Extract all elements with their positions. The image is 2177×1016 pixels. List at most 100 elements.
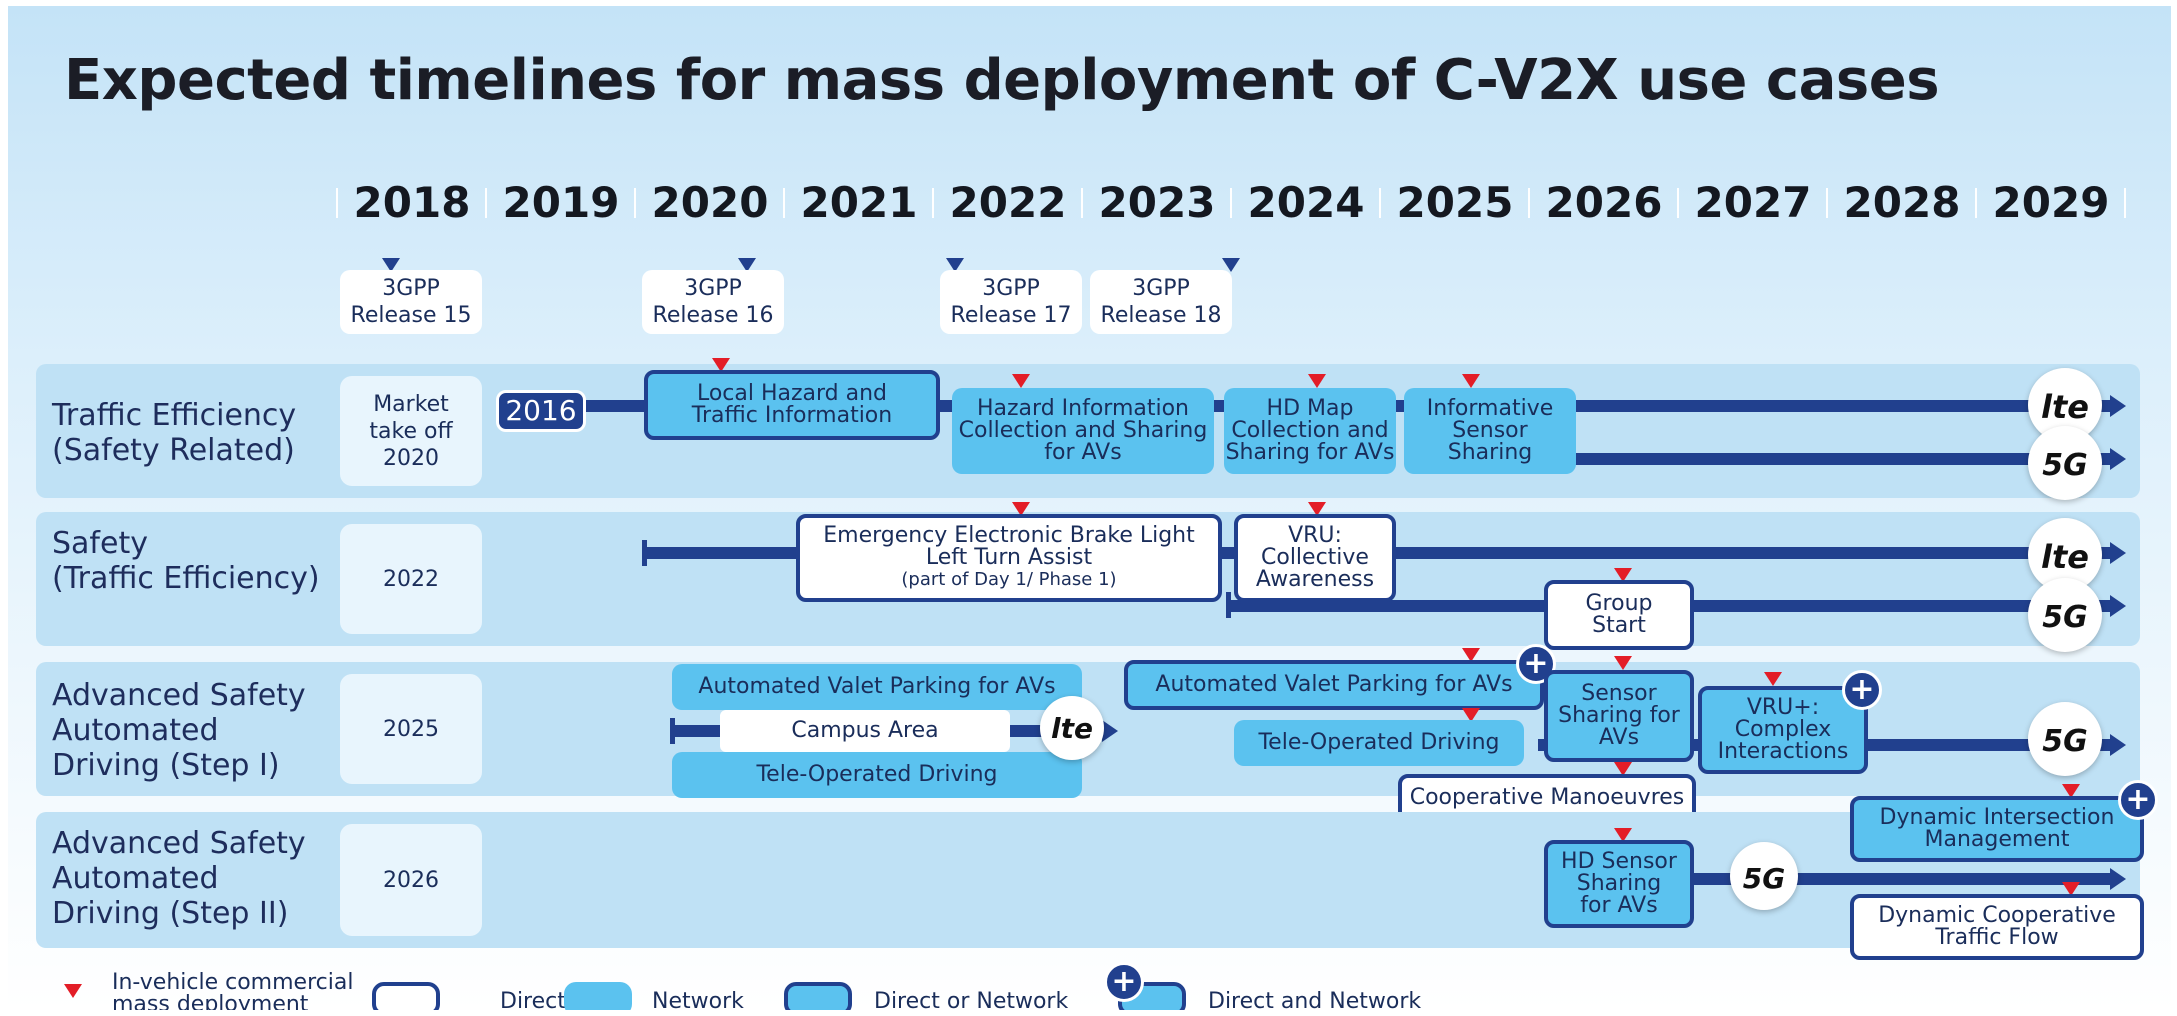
year-separator <box>783 188 785 218</box>
timeline-start-tick <box>1226 592 1231 618</box>
arrow-head-icon <box>2110 734 2126 756</box>
release-marker-icon <box>1222 258 1240 272</box>
lte-logo-icon: lte <box>1040 696 1104 760</box>
box-teleop-network: Tele-Operated Driving <box>672 752 1082 798</box>
deployment-marker-icon <box>1614 762 1632 776</box>
5g-timeline-bar <box>1694 873 2112 885</box>
release-marker-icon <box>738 258 756 272</box>
box-hd-sensor: HD Sensor Sharing for AVs <box>1544 840 1694 928</box>
box-local-hazard: Local Hazard and Traffic Information <box>644 370 940 440</box>
5g-logo-icon: 5G <box>2028 426 2102 500</box>
year-separator <box>1528 188 1530 218</box>
release-15-box: 3GPP Release 15 <box>340 270 482 334</box>
arrow-head-icon <box>2110 595 2126 617</box>
legend-plus-icon: + <box>1104 962 1144 1002</box>
year-separator <box>2124 188 2126 218</box>
row-year-step-2: 2026 <box>340 824 482 936</box>
deployment-marker-icon <box>1614 568 1632 582</box>
legend-direct-swatch <box>372 982 440 1010</box>
box-teleop-mid: Tele-Operated Driving <box>1234 720 1524 766</box>
year-separator <box>1081 188 1083 218</box>
5g-logo-icon: 5G <box>1730 842 1798 910</box>
row-year-traffic-efficiency: Market take off 2020 <box>340 376 482 486</box>
deployment-marker-icon <box>1012 502 1030 516</box>
box-sensor-sharing: Sensor Sharing for AVs <box>1544 670 1694 762</box>
5g-logo-icon: 5G <box>2028 702 2102 776</box>
year-label: 2028 <box>1843 178 1961 227</box>
year-label: 2022 <box>949 178 1067 227</box>
arrow-head-icon <box>2110 542 2126 564</box>
deployment-marker-icon <box>1012 374 1030 388</box>
deployment-marker-icon <box>1614 828 1632 842</box>
row-label-traffic-efficiency: Traffic Efficiency (Safety Related) <box>52 398 297 468</box>
deployment-marker-icon <box>1614 656 1632 670</box>
deployment-marker-icon <box>1462 648 1480 662</box>
diagram-canvas: Expected timelines for mass deployment o… <box>8 6 2171 1010</box>
deployment-marker-icon <box>1308 502 1326 516</box>
box-info-sensor: Informative Sensor Sharing <box>1404 388 1576 474</box>
box-dyn-intersection: Dynamic Intersection Management <box>1850 796 2144 862</box>
legend-deployment-icon <box>64 984 82 998</box>
year-label: 2021 <box>800 178 918 227</box>
box-hazard-info: Hazard Information Collection and Sharin… <box>952 388 1214 474</box>
arrow-head-icon <box>2110 395 2126 417</box>
release-16-box: 3GPP Release 16 <box>642 270 784 334</box>
year-label: 2018 <box>353 178 471 227</box>
deployment-marker-icon <box>1308 374 1326 388</box>
year-label: 2026 <box>1545 178 1663 227</box>
box-avp-network: Automated Valet Parking for AVs <box>672 664 1082 710</box>
year-separator <box>932 188 934 218</box>
legend-network-swatch <box>564 982 632 1010</box>
5g-timeline-bar <box>1568 453 2112 465</box>
row-year-safety: 2022 <box>340 524 482 634</box>
year-label: 2023 <box>1098 178 1216 227</box>
deployment-marker-icon <box>2062 784 2080 798</box>
timeline-start-tick <box>642 540 647 566</box>
plus-icon: + <box>2118 780 2158 820</box>
row-label-step-2: Advanced Safety Automated Driving (Step … <box>52 826 306 931</box>
box-vru: VRU: Collective Awareness <box>1234 514 1396 602</box>
box-eebl-title: Emergency Electronic Brake Light Left Tu… <box>823 523 1195 570</box>
year-separator <box>1826 188 1828 218</box>
year-separator <box>1230 188 1232 218</box>
row-label-step-1: Advanced Safety Automated Driving (Step … <box>52 678 306 783</box>
year-separator <box>485 188 487 218</box>
box-vru-plus: VRU+: Complex Interactions <box>1698 686 1868 774</box>
deployment-marker-icon <box>1462 708 1480 722</box>
year-separator <box>634 188 636 218</box>
legend-deployment-label: In-vehicle commercial mass deployment <box>112 970 354 1011</box>
5g-logo-icon: 5G <box>2028 578 2102 652</box>
box-avp-both: Automated Valet Parking for AVs <box>1124 660 1544 710</box>
diagram-title: Expected timelines for mass deployment o… <box>64 48 1940 113</box>
timeline-start-tick <box>670 718 675 744</box>
year-separator <box>336 188 338 218</box>
year-label: 2027 <box>1694 178 1812 227</box>
year-label: 2025 <box>1396 178 1514 227</box>
year-label: 2019 <box>502 178 620 227</box>
year-separator <box>1379 188 1381 218</box>
row-label-safety: Safety (Traffic Efficiency) <box>52 526 320 596</box>
legend-direct-label: Direct <box>500 989 566 1010</box>
year-label: 2029 <box>1992 178 2110 227</box>
row-year-step-1: 2025 <box>340 674 482 784</box>
lte-logo-icon: lte <box>2028 368 2102 442</box>
arrow-head-icon <box>2110 448 2126 470</box>
release-marker-icon <box>382 258 400 272</box>
box-dyn-flow: Dynamic Cooperative Traffic Flow <box>1850 894 2144 960</box>
box-hd-map: HD Map Collection and Sharing for AVs <box>1224 388 1396 474</box>
box-group-start: Group Start <box>1544 580 1694 650</box>
year-separator <box>1975 188 1977 218</box>
legend-direct-or-network-swatch <box>784 982 852 1010</box>
deployment-marker-icon <box>2062 882 2080 896</box>
deployment-marker-icon <box>1462 374 1480 388</box>
start-year-badge: 2016 <box>496 390 586 432</box>
release-marker-icon <box>946 258 964 272</box>
release-17-box: 3GPP Release 17 <box>940 270 1082 334</box>
year-label: 2020 <box>651 178 769 227</box>
year-label: 2024 <box>1247 178 1365 227</box>
arrow-head-icon <box>1102 720 1118 742</box>
box-campus-area: Campus Area <box>720 710 1010 752</box>
legend-direct-or-network-label: Direct or Network <box>874 989 1069 1010</box>
legend-network-label: Network <box>652 989 744 1010</box>
box-eebl-subtitle: (part of Day 1/ Phase 1) <box>901 569 1117 590</box>
